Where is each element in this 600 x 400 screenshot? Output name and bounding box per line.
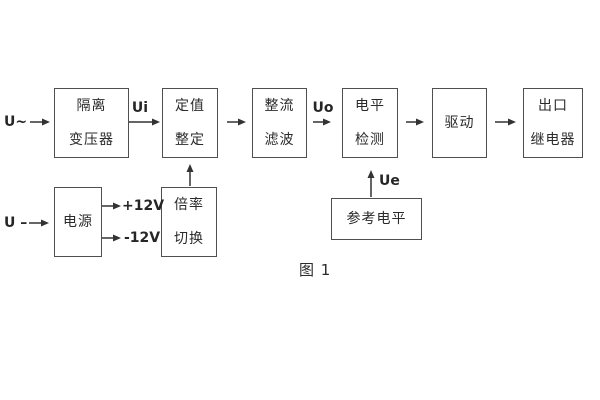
block-label-line: 检测 <box>355 132 385 148</box>
arrow-setting-to-rectifier <box>227 118 246 126</box>
arrow-power-to-minus12 <box>102 234 121 242</box>
block-driver: 驱动 <box>432 88 487 158</box>
arrow-uac-to-isolation-transformer <box>30 118 50 126</box>
block-level-detection: 电平 检测 <box>342 88 398 158</box>
block-label-line: 整流 <box>264 98 295 114</box>
block-label-line: 倍率 <box>174 197 204 213</box>
label-ui: Ui <box>131 100 149 116</box>
block-reference-level: 参考电平 <box>331 198 422 240</box>
block-label-line: 驱动 <box>444 115 475 131</box>
block-label-line: 电源 <box>63 214 93 230</box>
block-label-line: 出口 <box>538 98 568 114</box>
block-label-line: 隔离 <box>76 98 107 114</box>
label-minus-12v: -12V <box>124 230 161 246</box>
label-ue: Ue <box>379 173 400 189</box>
block-label-line: 定值 <box>175 98 205 114</box>
block-label-line: 整定 <box>175 132 205 148</box>
label-input-ac: U~ <box>4 114 28 130</box>
label-input-dc: U – <box>4 215 28 231</box>
figure-caption: 图 1 <box>299 261 332 279</box>
arrow-rectifier-to-level-detection <box>313 118 331 126</box>
arrow-power-to-plus12 <box>102 202 121 210</box>
block-label-line: 变压器 <box>69 132 114 148</box>
block-label-line: 参考电平 <box>346 211 407 227</box>
block-output-relay: 出口 继电器 <box>523 88 583 158</box>
arrow-level-detection-to-driver <box>406 118 424 126</box>
arrow-isolation-to-setting <box>129 118 160 126</box>
block-label-line: 滤波 <box>264 132 295 148</box>
label-uo: Uo <box>312 100 334 116</box>
block-label-line: 切换 <box>174 231 204 247</box>
arrow-udc-to-power-supply <box>29 219 49 227</box>
label-plus-12v: +12V <box>122 198 165 214</box>
block-ratio-switch: 倍率 切换 <box>161 187 217 257</box>
block-label-line: 继电器 <box>530 132 576 148</box>
block-label-line: 电平 <box>355 98 385 114</box>
block-rectifier-filter: 整流 滤波 <box>252 88 307 158</box>
arrow-driver-to-output-relay <box>495 118 516 126</box>
arrow-reference-to-level-detection <box>367 170 375 197</box>
block-isolation-transformer: 隔离 变压器 <box>54 88 129 158</box>
block-power-supply: 电源 <box>54 187 102 257</box>
block-setting-adjustment: 定值 整定 <box>162 88 218 158</box>
arrow-ratio-switch-to-setting <box>186 164 194 186</box>
